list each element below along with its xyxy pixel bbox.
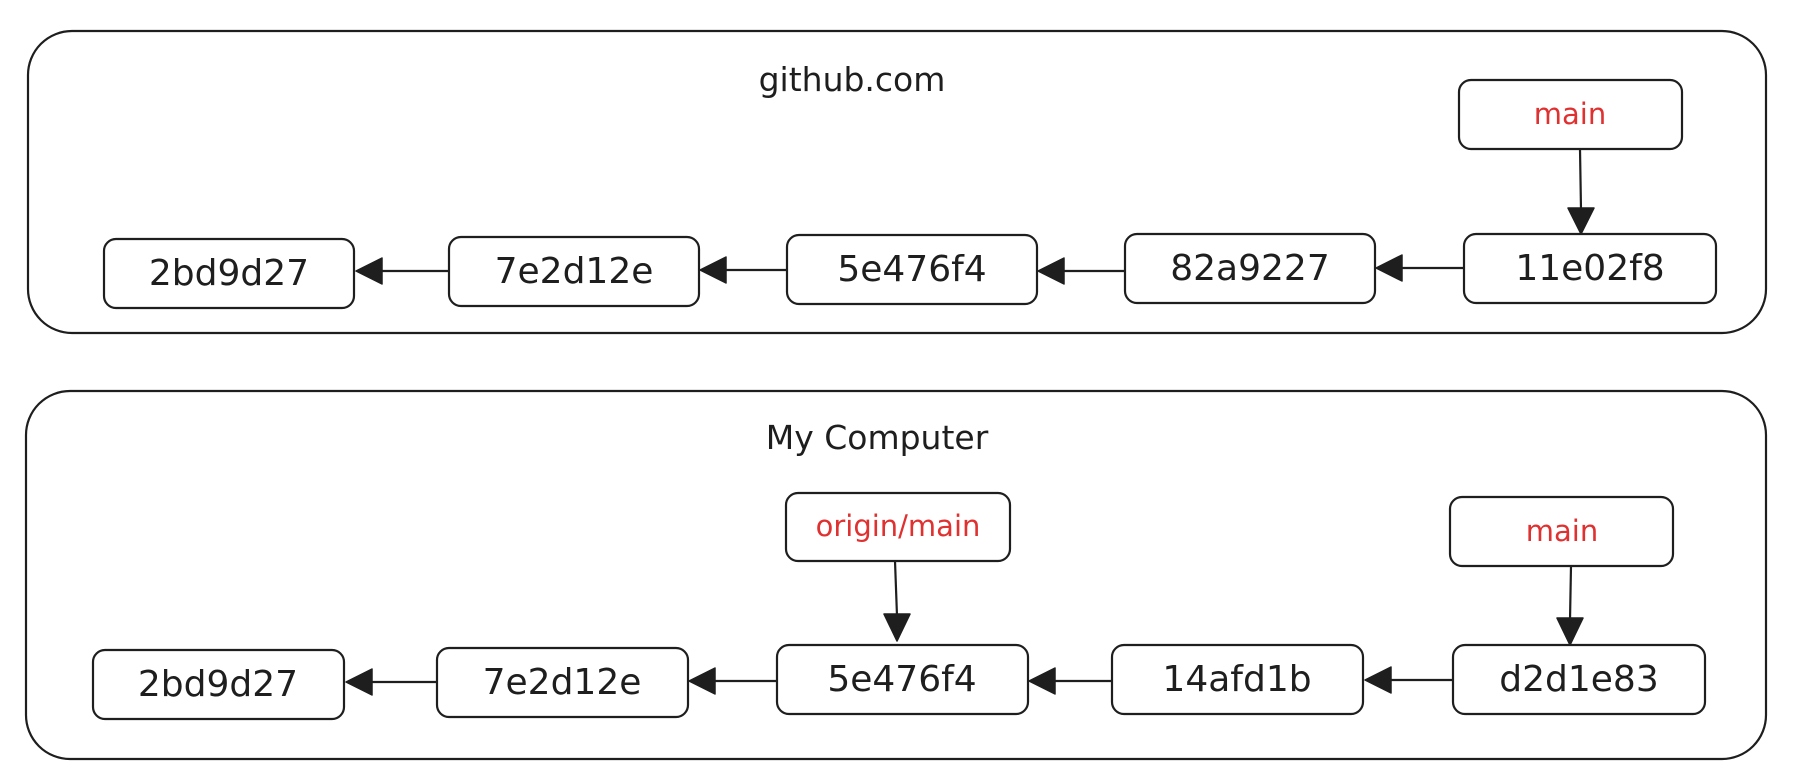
commit-node: 7e2d12e xyxy=(447,235,701,308)
branch-main-local: main xyxy=(1448,495,1675,568)
commit-hash: d2d1e83 xyxy=(1499,659,1658,700)
branch-pointer-arrow xyxy=(1578,148,1583,211)
branch-pointer-arrow xyxy=(1568,565,1573,621)
commit-box xyxy=(91,648,346,721)
commit-box xyxy=(1110,643,1365,716)
commit-node: d2d1e83 xyxy=(1451,643,1707,716)
parent-arrowhead xyxy=(345,668,373,696)
commit-node: 5e476f4 xyxy=(785,233,1039,306)
commit-node: 82a9227 xyxy=(1123,232,1377,305)
commit-hash: 5e476f4 xyxy=(837,249,986,290)
branch-box xyxy=(1457,78,1684,151)
parent-arrowhead xyxy=(688,667,716,695)
branch-box xyxy=(1448,495,1675,568)
commit-box xyxy=(775,643,1030,716)
branch-pointer-arrow xyxy=(893,560,899,617)
parent-arrowhead xyxy=(699,256,727,284)
parent-arrowhead xyxy=(1375,254,1403,282)
branch-label: main xyxy=(1534,97,1606,131)
commit-node: 11e02f8 xyxy=(1462,232,1718,305)
commit-hash: 14afd1b xyxy=(1162,659,1311,700)
commit-node: 2bd9d27 xyxy=(102,237,356,310)
commit-node: 2bd9d27 xyxy=(91,648,346,721)
branch-pointer-arrowhead xyxy=(1567,207,1595,235)
branch-label: origin/main xyxy=(816,509,981,543)
commit-hash: 5e476f4 xyxy=(827,659,976,700)
commit-node: 5e476f4 xyxy=(775,643,1030,716)
commit-hash: 7e2d12e xyxy=(495,251,654,292)
commit-box xyxy=(1123,232,1377,305)
branch-pointer-arrowhead xyxy=(883,613,911,642)
panel-my-computer: My Computer origin/main main 2bd9d27 7e2… xyxy=(24,389,1768,761)
panel-github-frame xyxy=(26,29,1768,335)
branch-label: main xyxy=(1526,514,1598,548)
commit-node: 7e2d12e xyxy=(435,646,690,719)
panel-my-computer-frame xyxy=(24,389,1768,761)
parent-arrowhead xyxy=(1028,667,1056,695)
branch-main-remote: main xyxy=(1457,78,1684,151)
commit-hash: 11e02f8 xyxy=(1515,248,1664,289)
branch-origin-main: origin/main xyxy=(784,491,1012,563)
branch-pointer-arrowhead xyxy=(1556,617,1584,646)
commit-node: 14afd1b xyxy=(1110,643,1365,716)
parent-arrowhead xyxy=(1037,257,1065,285)
commit-hash: 7e2d12e xyxy=(483,662,642,703)
commit-hash: 2bd9d27 xyxy=(149,253,309,294)
commit-hash: 2bd9d27 xyxy=(138,664,298,705)
parent-arrowhead xyxy=(1364,666,1392,694)
parent-arrowhead xyxy=(355,257,383,285)
branch-box xyxy=(784,491,1012,563)
commit-hash: 82a9227 xyxy=(1170,248,1330,289)
panel-github: github.com main 2bd9d27 7e2d12e 5e476f4 … xyxy=(26,29,1768,335)
panel-github-title: github.com xyxy=(759,60,946,99)
panel-my-computer-title: My Computer xyxy=(766,418,989,457)
commit-box xyxy=(102,237,356,310)
